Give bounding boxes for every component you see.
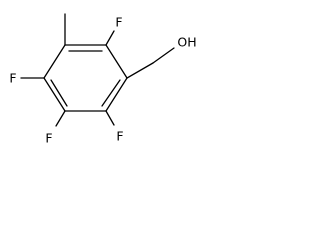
fluorine-bond-bottom-right — [105, 110, 115, 126]
ring-double-bond-c2-c3 — [101, 79, 121, 107]
hydroxyl-label: OH — [177, 35, 196, 50]
ring-bond-c2-c3 — [105, 77, 128, 112]
ring-bond-c5-c6 — [43, 44, 66, 79]
fluorine-label-upper-left: F — [9, 71, 16, 86]
fluorine-label-lower-left: F — [45, 131, 52, 146]
fluorine-label-top: F — [115, 15, 122, 30]
ch2-bond — [126, 62, 154, 79]
ring-bond-c1-c2 — [105, 44, 128, 79]
fluorine-bond-top — [105, 30, 115, 46]
hydroxyl-bond — [152, 47, 175, 64]
ring-double-bond-c4-c5 — [50, 79, 68, 107]
ring-bond-c4-c5 — [43, 77, 66, 112]
fluorine-label-bottom-right: F — [116, 129, 123, 144]
fluorine-bond-lower-left — [55, 110, 66, 127]
molecule-structure: F F F F OH — [9, 13, 197, 146]
